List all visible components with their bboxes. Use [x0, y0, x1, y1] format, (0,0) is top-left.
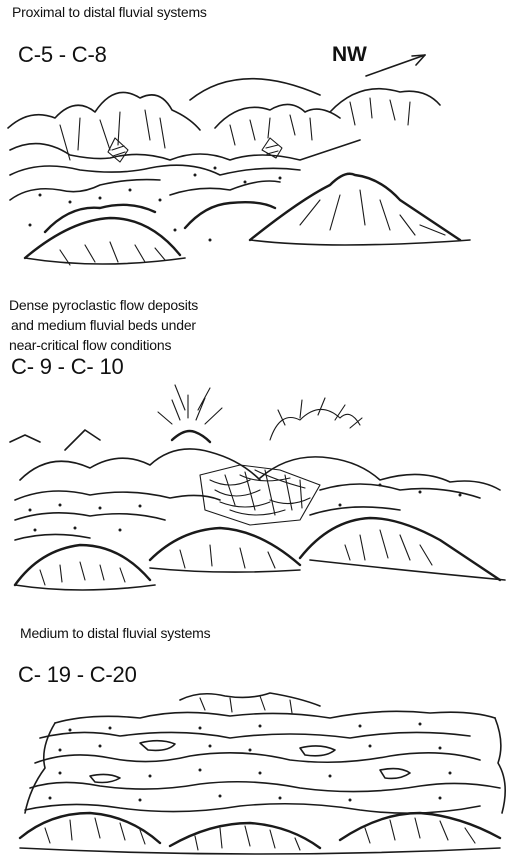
- panel2-sketch: [0, 380, 530, 595]
- panel1-sketch: [0, 0, 530, 285]
- panel2-title-line1: Dense pyroclastic flow deposits: [9, 296, 198, 314]
- north-arrow-icon: [366, 55, 425, 76]
- panel2-code: C- 9 - C- 10: [11, 355, 124, 379]
- panel3-sketch: [0, 688, 530, 868]
- panel2-title-line3: near-critical flow conditions: [9, 336, 171, 354]
- panel2-title-line2: and medium fluvial beds under: [11, 316, 196, 334]
- panel3-code: C- 19 - C-20: [18, 663, 137, 687]
- panel3-title: Medium to distal fluvial systems: [20, 624, 210, 642]
